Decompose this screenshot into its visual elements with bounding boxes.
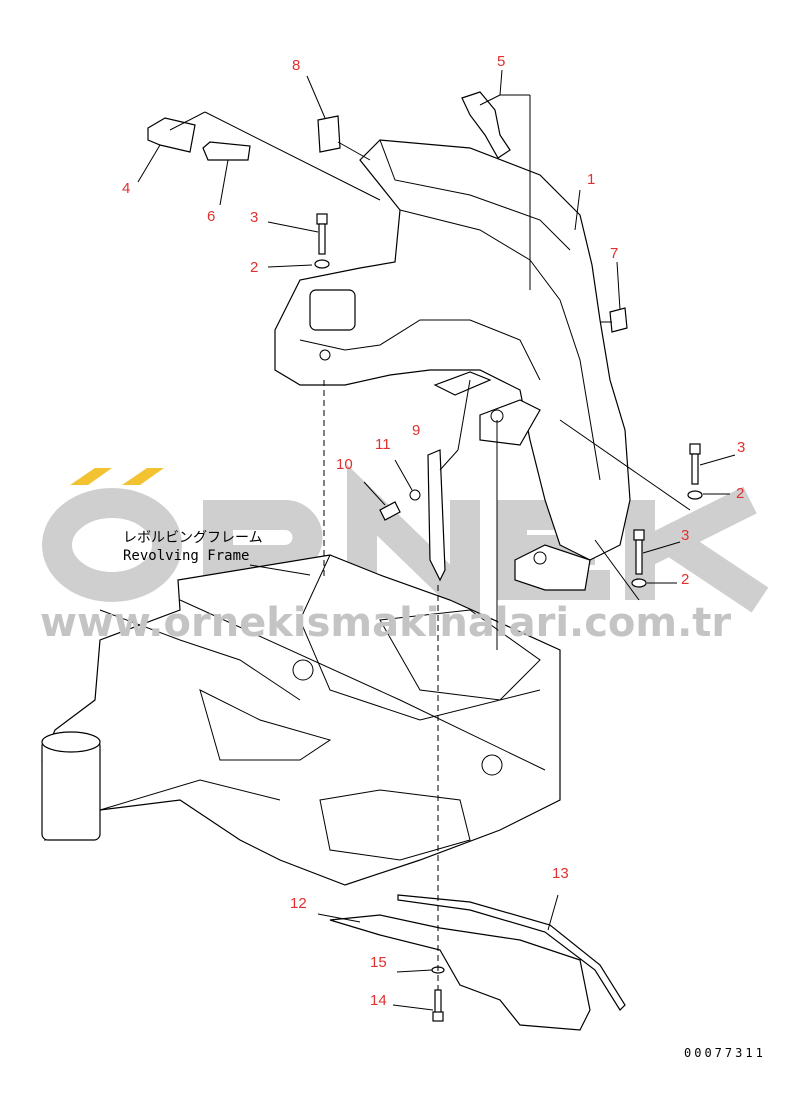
- part-14-bolt: [432, 989, 444, 1022]
- callout-10: 10: [336, 456, 353, 473]
- callout-14: 14: [370, 992, 387, 1009]
- part-11-washer: [409, 489, 421, 501]
- part-9-plate: [427, 449, 446, 582]
- watermark-accent: [122, 468, 164, 485]
- callout-15: 15: [370, 954, 387, 971]
- callout-2: 2: [250, 259, 258, 276]
- callout-6: 6: [207, 208, 215, 225]
- callout-9: 9: [412, 422, 420, 439]
- callout-11: 11: [375, 436, 391, 453]
- part-5-shim: [461, 91, 511, 159]
- callout-2c: 2: [681, 571, 689, 588]
- part-7-block: [609, 307, 628, 333]
- part-6-block: [202, 141, 251, 161]
- part-3-bolt: [633, 529, 645, 575]
- frame-label-en: Revolving Frame: [123, 548, 249, 564]
- part-13-seal: [397, 894, 626, 1011]
- part-1-upper-frame: [274, 139, 631, 591]
- callout-3: 3: [250, 209, 258, 226]
- part-12-cover: [329, 914, 591, 1031]
- callout-3c: 3: [681, 527, 689, 544]
- callout-12: 12: [290, 895, 307, 912]
- frame-label-jp: レボルビングフレーム: [123, 530, 263, 546]
- callout-8: 8: [292, 57, 300, 74]
- part-2-washer: [631, 578, 647, 588]
- leader-lines: [169, 94, 691, 990]
- part-2-washer: [314, 259, 330, 269]
- part-8-block: [317, 115, 341, 153]
- watermark-url: www.ornekismakinalari.com.tr: [40, 600, 731, 646]
- watermark-accent: [70, 468, 112, 485]
- callout-13: 13: [552, 865, 569, 882]
- callout-2b: 2: [736, 485, 744, 502]
- callout-7: 7: [610, 245, 618, 262]
- callout-5: 5: [497, 53, 505, 70]
- small-parts: [147, 91, 703, 1031]
- part-4-block: [147, 117, 196, 153]
- callout-1: 1: [587, 171, 595, 188]
- part-2-washer: [687, 490, 703, 500]
- callouts: 1 2 3 4 5 6 7 8 9 10 11 2 3 2 3 12 13 14…: [122, 53, 745, 1011]
- drawing-code: 00077311: [684, 1046, 766, 1060]
- callout-4: 4: [122, 180, 130, 197]
- revolving-frame: [41, 554, 561, 886]
- part-10-bolt: [379, 501, 401, 521]
- part-3-bolt: [316, 213, 328, 255]
- part-3-bolt: [689, 443, 701, 485]
- callout-3b: 3: [737, 439, 745, 456]
